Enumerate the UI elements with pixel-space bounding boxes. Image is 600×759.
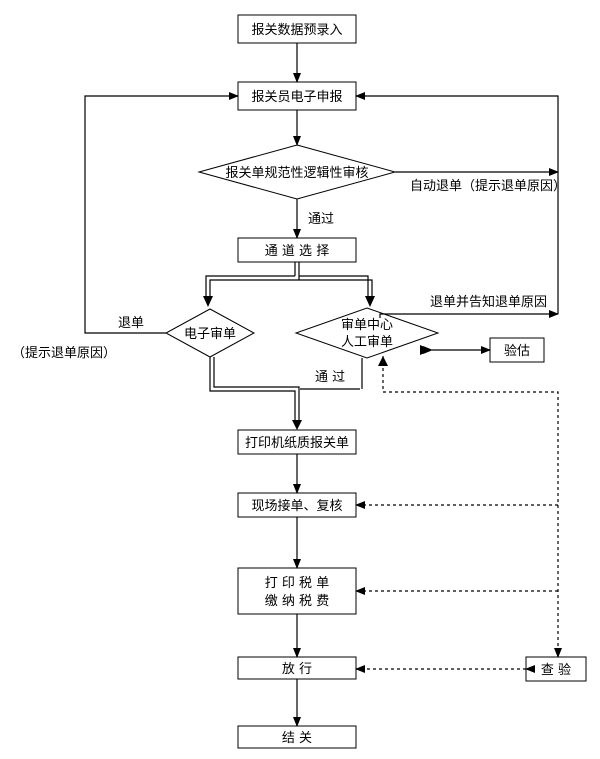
edge-pass-label: 通过 xyxy=(308,212,334,227)
edge-review-to-print xyxy=(209,357,360,430)
node-electronic-review-label: 电子审单 xyxy=(184,327,236,342)
node-electronic-review-diamond: 电子审单 xyxy=(164,308,256,358)
node-manual-review-label-1: 审单中心 xyxy=(341,318,393,333)
node-inspection-label: 查 验 xyxy=(541,662,571,678)
node-logic-check-label: 报关单规范性逻辑性审核 xyxy=(225,166,368,181)
edge-dashed-main xyxy=(382,356,562,658)
node-inspect-estimate: 验估 xyxy=(489,337,545,363)
node-print-paper: 打印机纸质报关单 xyxy=(237,429,357,455)
node-logic-check-diamond: 报关单规范性逻辑性审核 xyxy=(197,144,397,200)
node-manual-review-diamond: 审单中心 人工审单 xyxy=(294,307,440,359)
node-tax-label-2: 缴 纳 税 费 xyxy=(265,594,329,609)
node-release: 放 行 xyxy=(237,656,357,680)
node-pre-entry-label: 报关数据预录入 xyxy=(251,23,342,38)
edge-left-return-reason: （提示退单原因） xyxy=(12,345,116,361)
node-electronic-declare: 报关员电子申报 xyxy=(237,81,357,111)
edge-pass-2-label: 通 过 xyxy=(315,370,345,385)
edge-auto-return-label: 自动退单（提示退单原因） xyxy=(410,178,566,194)
node-onsite-receive-label: 现场接单、复核 xyxy=(251,498,342,514)
edge-manual-return xyxy=(379,310,559,318)
node-release-label: 放 行 xyxy=(282,662,312,677)
node-tax-label-1: 打 印 税 单 xyxy=(265,576,329,591)
edge-channel-split xyxy=(203,262,375,307)
node-inspection: 查 验 xyxy=(525,656,587,682)
node-tax: 打 印 税 单 缴 纳 税 费 xyxy=(237,567,357,615)
node-close: 结 关 xyxy=(237,725,357,749)
node-print-paper-label: 打印机纸质报关单 xyxy=(245,436,349,451)
node-pre-entry: 报关数据预录入 xyxy=(237,14,357,44)
node-electronic-declare-label: 报关员电子申报 xyxy=(251,90,342,105)
node-inspect-estimate-label: 验估 xyxy=(504,343,530,359)
node-channel-select-label: 通 道 选 择 xyxy=(265,244,329,259)
edge-left-return xyxy=(84,92,239,334)
node-onsite-receive: 现场接单、复核 xyxy=(237,492,357,518)
edge-manual-return-label: 退单并告知退单原因 xyxy=(430,294,547,310)
node-close-label: 结 关 xyxy=(282,731,312,746)
edge-left-return-label: 退单 xyxy=(118,316,144,331)
node-channel-select: 通 道 选 择 xyxy=(237,237,357,263)
edge-right-return xyxy=(355,92,559,314)
node-manual-review-label-2: 人工审单 xyxy=(341,335,393,350)
